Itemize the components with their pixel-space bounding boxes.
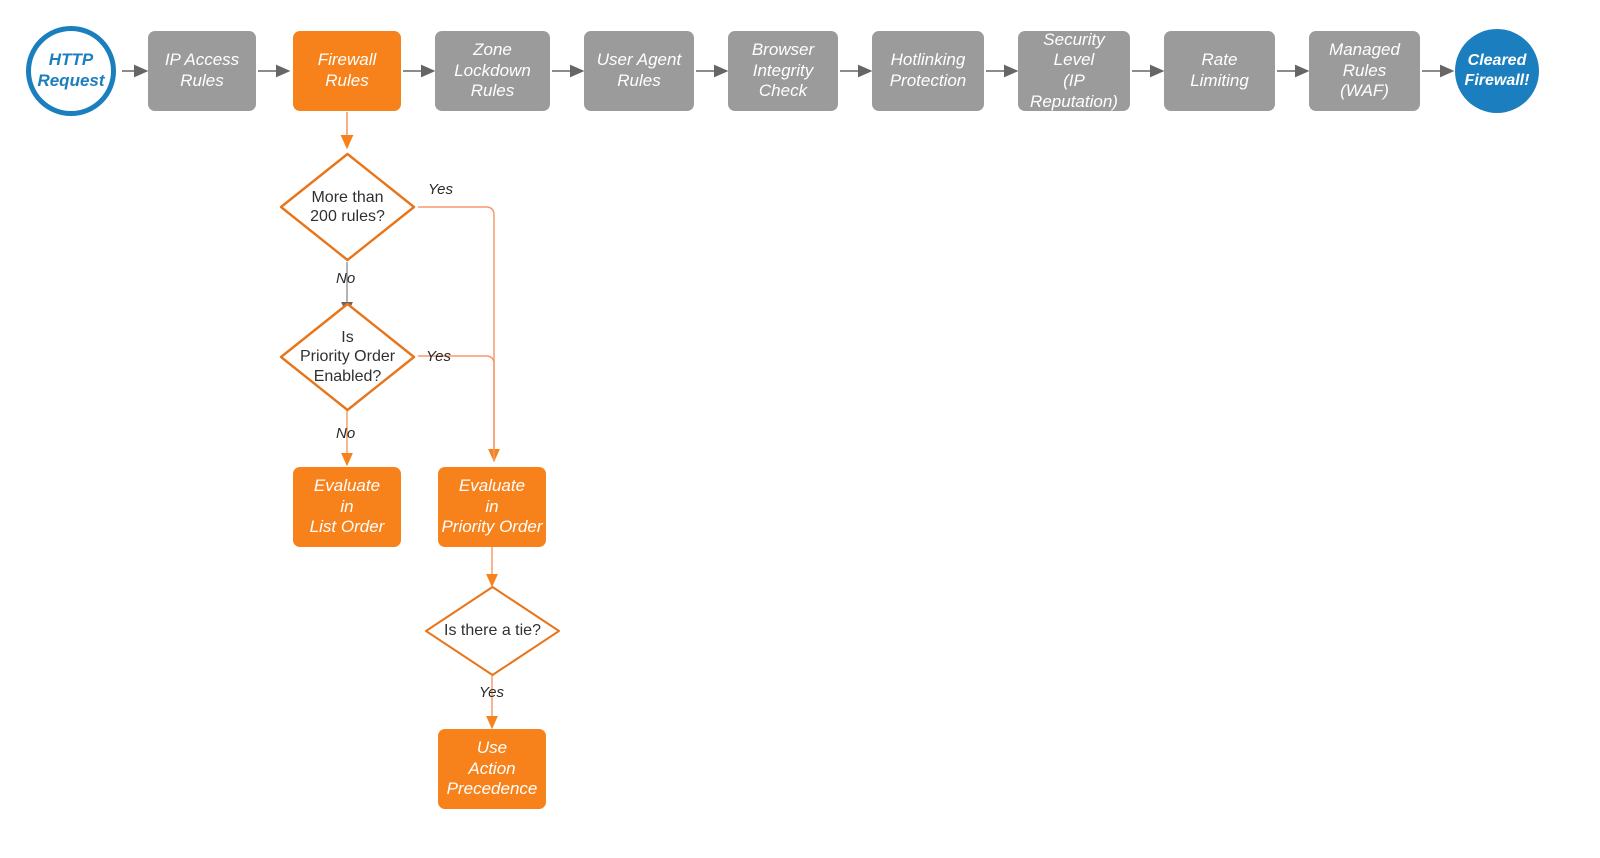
node-user-agent-rules[interactable]: User Agent Rules (584, 31, 694, 111)
edge-label-rule-count-no: No (336, 270, 356, 287)
node-security-level[interactable]: Security Level (IP Reputation) (1018, 29, 1130, 111)
node-firewall-rules[interactable]: Firewall Rules (293, 31, 401, 111)
edge-label-priority-order-no: No (336, 425, 356, 442)
node-ip-access-rules[interactable]: IP Access Rules (148, 31, 256, 111)
node-zone-lockdown-rules-label: Zone Lockdown Rules (454, 39, 531, 101)
node-use-action-precedence-label: Use Action Precedence (446, 737, 538, 799)
node-cleared-firewall[interactable]: Cleared Firewall! (1455, 29, 1539, 113)
node-decision-tie[interactable]: Is there a tie? (424, 585, 561, 677)
node-firewall-rules-label: Firewall Rules (317, 50, 377, 90)
decision-priority-order-shape (279, 302, 416, 412)
node-cleared-firewall-label: Cleared Firewall! (1464, 52, 1530, 89)
node-evaluate-priority-order-label: Evaluate in Priority Order (441, 475, 543, 537)
decision-tie-shape (425, 586, 560, 676)
node-user-agent-rules-label: User Agent Rules (596, 50, 682, 90)
decision-rule-count-shape (279, 152, 416, 262)
node-http-request-label: HTTP Request (37, 50, 105, 90)
node-managed-rules-waf-label: Managed Rules (WAF) (1329, 39, 1400, 101)
node-decision-priority-order[interactable]: Is Priority Order Enabled? (279, 302, 416, 412)
node-http-request[interactable]: HTTP Request (26, 26, 116, 116)
node-zone-lockdown-rules[interactable]: Zone Lockdown Rules (435, 31, 550, 111)
node-ip-access-rules-label: IP Access Rules (164, 50, 240, 90)
edge-label-rule-count-yes: Yes (428, 181, 454, 198)
edge-rule-count-yes (418, 206, 500, 463)
edge-label-priority-order-yes: Yes (426, 348, 452, 365)
node-browser-integrity-check[interactable]: Browser Integrity Check (728, 31, 838, 111)
node-rate-limiting[interactable]: Rate Limiting (1164, 31, 1275, 111)
node-evaluate-list-order[interactable]: Evaluate in List Order (293, 467, 401, 547)
node-evaluate-list-order-label: Evaluate in List Order (309, 475, 385, 537)
node-evaluate-priority-order[interactable]: Evaluate in Priority Order (438, 467, 546, 547)
node-browser-integrity-check-label: Browser Integrity Check (751, 39, 815, 101)
edge-priority-order-yes (418, 355, 495, 460)
node-decision-rule-count[interactable]: More than 200 rules? (279, 152, 416, 262)
node-security-level-label: Security Level (IP Reputation) (1030, 29, 1118, 111)
node-hotlinking-protection-label: Hotlinking Protection (889, 50, 967, 90)
node-use-action-precedence[interactable]: Use Action Precedence (438, 729, 546, 809)
node-rate-limiting-label: Rate Limiting (1190, 50, 1249, 90)
node-managed-rules-waf[interactable]: Managed Rules (WAF) (1309, 31, 1420, 111)
edge-label-tie-yes: Yes (479, 684, 505, 701)
node-hotlinking-protection[interactable]: Hotlinking Protection (872, 31, 984, 111)
